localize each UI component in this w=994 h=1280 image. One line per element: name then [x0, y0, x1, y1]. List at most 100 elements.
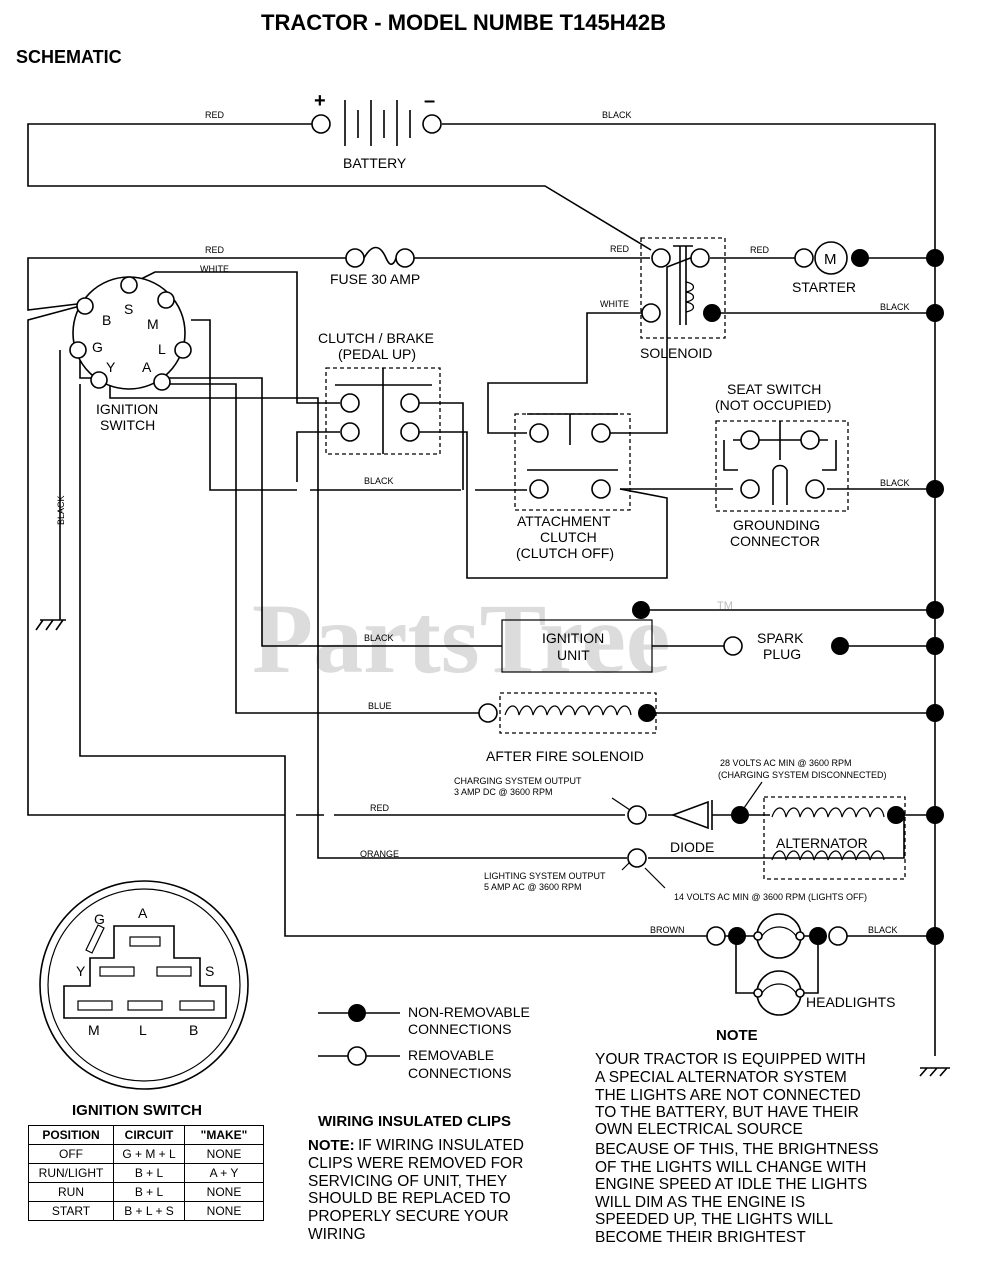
battery: + – BATTERY [311, 90, 442, 171]
battery-negative-sign: – [424, 90, 435, 112]
table-cell: START [28, 1201, 114, 1221]
table-cell: B + L [113, 1182, 185, 1202]
legend-non-removable-1: NON-REMOVABLE [408, 1004, 530, 1020]
table-row: OFF G + M + L NONE [28, 1144, 264, 1164]
seat-switch: SEAT SWITCH (NOT OCCUPIED) GROUNDING CON… [715, 381, 849, 549]
table-header-row: POSITION CIRCUIT "MAKE" [28, 1125, 264, 1145]
table-cell: RUN/LIGHT [28, 1163, 114, 1183]
wire-label-black-solenoid: BLACK [880, 302, 910, 312]
ignition-unit-label-2: UNIT [557, 647, 590, 663]
charging-output-label-2: 3 AMP DC @ 3600 RPM [454, 787, 553, 797]
charging-output-label-1: CHARGING SYSTEM OUTPUT [454, 776, 582, 786]
lighting-output-label-1: LIGHTING SYSTEM OUTPUT [484, 871, 606, 881]
table-cell: B + L [113, 1163, 185, 1183]
plug-label-l: L [139, 1022, 147, 1038]
starter-label: STARTER [792, 279, 856, 295]
clutch-brake-label-2: (PEDAL UP) [338, 346, 416, 362]
alternator-note: NOTE YOUR TRACTOR IS EQUIPPED WITH A SPE… [595, 1027, 879, 1246]
table-cell: NONE [184, 1182, 264, 1202]
section-title: SCHEMATIC [16, 47, 122, 67]
legend-non-removable-2: CONNECTIONS [408, 1021, 511, 1037]
wire-label-black-ground: BLACK [56, 495, 66, 525]
ignition-switch-table: POSITION CIRCUIT "MAKE" OFF G + M + L NO… [28, 1125, 264, 1221]
battery-positive-sign: + [314, 90, 326, 112]
alternator-label: ALTERNATOR [776, 835, 868, 851]
clips-note-line-4: SHOULD BE REPLACED TO [308, 1190, 511, 1207]
note-line-11: BECOME THEIR BRIGHTEST [595, 1229, 806, 1246]
seat-switch-label-2: (NOT OCCUPIED) [715, 397, 831, 413]
battery-label: BATTERY [343, 155, 407, 171]
starter: M STARTER [792, 241, 869, 295]
switch-terminal-g: G [92, 339, 103, 355]
attachment-clutch-label-1: ATTACHMENT [517, 513, 611, 529]
legend: NON-REMOVABLE CONNECTIONS REMOVABLE CONN… [318, 1004, 530, 1081]
note-line-9: WILL DIM AS THE ENGINE IS [595, 1194, 805, 1211]
wire-label-brown: BROWN [650, 925, 685, 935]
switch-terminal-m: M [147, 316, 159, 332]
clips-note-line-3: SERVICING OF UNIT, THEY [308, 1173, 507, 1190]
switch-terminal-l: L [158, 341, 166, 357]
table-header-make: "MAKE" [184, 1125, 264, 1145]
table-cell: G + M + L [113, 1144, 185, 1164]
plug-label-b: B [189, 1022, 198, 1038]
clips-note-line-6: WIRING [308, 1226, 366, 1243]
lighting-output-label-2: 5 AMP AC @ 3600 RPM [484, 882, 582, 892]
switch-terminal-b: B [102, 312, 111, 328]
wire-label-blue: BLUE [368, 701, 392, 711]
grounding-connector-label-1: GROUNDING [733, 517, 820, 533]
grounding-connector-label-2: CONNECTOR [730, 533, 820, 549]
lights-off-label: 14 VOLTS AC MIN @ 3600 RPM (LIGHTS OFF) [674, 892, 867, 902]
wire-label-white: WHITE [200, 264, 229, 274]
plug-label-m: M [88, 1022, 100, 1038]
wire-label-red-charging: RED [370, 803, 390, 813]
charging-disconnected-label-2: (CHARGING SYSTEM DISCONNECTED) [718, 770, 887, 780]
note-line-8: ENGINE SPEED AT IDLE THE LIGHTS [595, 1176, 867, 1193]
legend-removable-1: REMOVABLE [408, 1047, 494, 1063]
table-cell: OFF [28, 1144, 114, 1164]
spark-plug-label-2: PLUG [763, 646, 801, 662]
spark-plug-label-1: SPARK [757, 630, 804, 646]
plug-label-a: A [138, 905, 148, 921]
ignition-unit: IGNITION UNIT SPARK PLUG [501, 601, 849, 673]
page-title: TRACTOR - MODEL NUMBE T145H42B [261, 10, 666, 35]
wire-label-red-starter: RED [750, 245, 770, 255]
solenoid: SOLENOID [640, 237, 726, 361]
clutch-brake-label-1: CLUTCH / BRAKE [318, 330, 434, 346]
plug-label-g: G [94, 911, 105, 927]
note-heading: NOTE [716, 1027, 758, 1044]
wire-label-black-headlight: BLACK [868, 925, 898, 935]
wire-label-black-battery: BLACK [602, 110, 632, 120]
diode-label: DIODE [670, 839, 714, 855]
table-cell: NONE [184, 1144, 264, 1164]
watermark: PartsTree [252, 583, 670, 694]
note-line-7: OF THE LIGHTS WILL CHANGE WITH [595, 1159, 866, 1176]
clips-note-heading: WIRING INSULATED CLIPS [318, 1113, 511, 1130]
note-line-2: A SPECIAL ALTERNATOR SYSTEM [595, 1069, 847, 1086]
wire-label-black-clutch: BLACK [364, 476, 394, 486]
wire-label-red-fuse: RED [205, 245, 225, 255]
plug-diagram-title: IGNITION SWITCH [72, 1102, 202, 1119]
table-cell: NONE [184, 1201, 264, 1221]
wire-label-black-seat: BLACK [880, 478, 910, 488]
table-row: START B + L + S NONE [28, 1201, 264, 1221]
headlights: HEADLIGHTS [706, 913, 895, 1016]
note-line-10: SPEEDED UP, THE LIGHTS WILL [595, 1211, 833, 1228]
attachment-clutch-label-3: (CLUTCH OFF) [516, 545, 614, 561]
table-cell: A + Y [184, 1163, 264, 1183]
note-line-1: YOUR TRACTOR IS EQUIPPED WITH [595, 1051, 866, 1068]
plug-label-y: Y [76, 963, 86, 979]
table-header-position: POSITION [28, 1125, 114, 1145]
wire-label-red-solenoid: RED [610, 244, 630, 254]
table-header-circuit: CIRCUIT [113, 1125, 185, 1145]
ignition-unit-label-1: IGNITION [542, 630, 604, 646]
ignition-switch-label-2: SWITCH [100, 417, 155, 433]
table-cell: B + L + S [113, 1201, 185, 1221]
clips-note-line-1: IF WIRING INSULATED [358, 1137, 524, 1154]
clutch-brake-switch: CLUTCH / BRAKE (PEDAL UP) [318, 330, 441, 455]
wire-labels: RED BLACK RED WHITE RED RED WHITE BLACK … [56, 110, 910, 935]
ground-bus-junctions [926, 249, 944, 945]
legend-removable-2: CONNECTIONS [408, 1065, 511, 1081]
switch-terminal-s: S [124, 301, 133, 317]
after-fire-solenoid: AFTER FIRE SOLENOID [478, 692, 657, 764]
solenoid-label: SOLENOID [640, 345, 712, 361]
